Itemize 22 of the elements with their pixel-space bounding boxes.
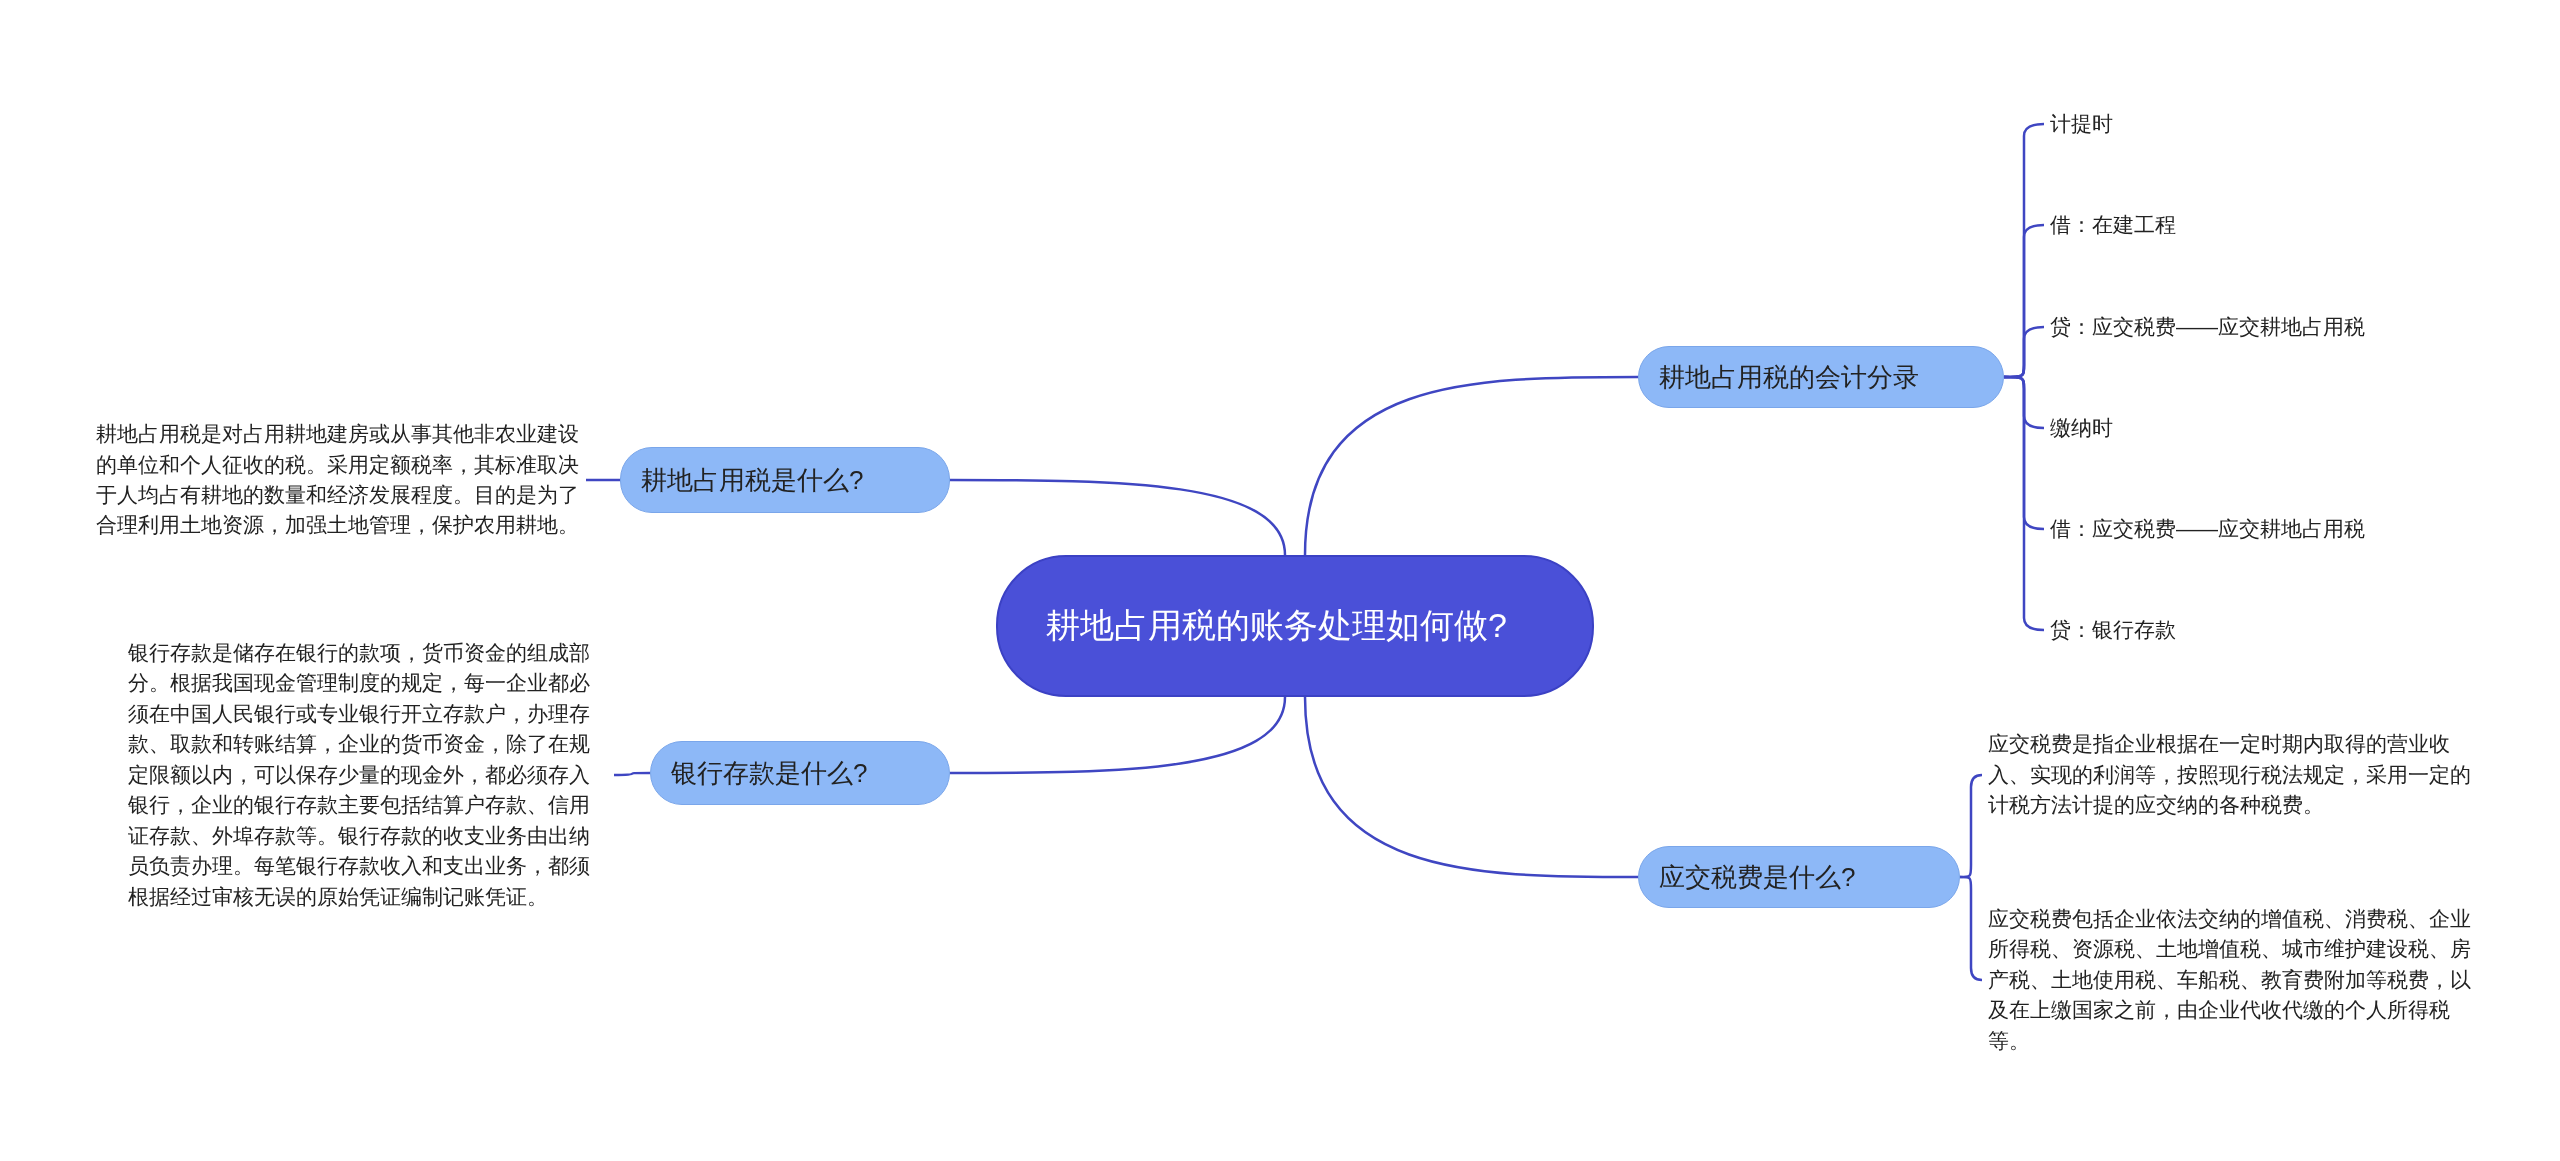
topic-pill: 耕地占用税的会计分录 bbox=[1638, 346, 2004, 408]
leaf-text: 应交税费包括企业依法交纳的增值税、消费税、企业所得税、资源税、土地增值税、城市维护建设税、房产税、土地使用税、车船税、教育费附加等税费，以及在上缴国家之前，由企业代收代缴的个人所得税等。 bbox=[1988, 898, 2478, 1062]
branch-line bbox=[950, 478, 1287, 556]
leaf-text: 缴纳时 bbox=[2050, 408, 2113, 448]
topic-pill: 应交税费是什么? bbox=[1638, 846, 1960, 908]
leaf-text: 贷：银行存款 bbox=[2050, 610, 2176, 650]
topic-pill: 耕地占用税是什么? bbox=[620, 447, 950, 513]
leaf-text: 贷：应交税费——应交耕地占用税 bbox=[2050, 307, 2365, 347]
topic-pill: 银行存款是什么? bbox=[650, 741, 950, 805]
branch-line bbox=[614, 771, 650, 777]
leaf-text: 银行存款是储存在银行的款项，货币资金的组成部分。根据我国现金管理制度的规定，每一企业都必须在中国人民银行或专业银行开立存款户，办理存款、取款和转账结算，企业的货币资金，除了在规定限额以内，可以保存少量的现金外，都必须存入银行，企业的银行存款主要包括结算户存款、信用证存款、外埠存款等。银行存款的收支业务由出纳员负责办理。每笔银行存款收入和支出业务，都须根据经过审核无误的原始凭证编制记账凭证。 bbox=[128, 616, 608, 934]
leaf-text: 借：应交税费——应交耕地占用税 bbox=[2050, 509, 2365, 549]
branch-line bbox=[586, 478, 620, 482]
leaf-text: 应交税费是指企业根据在一定时期内取得的营业收入、实现的利润等，按照现行税法规定，采用一定的计税方法计提的应交纳的各种税费。 bbox=[1988, 708, 2478, 842]
leaf-text: 计提时 bbox=[2050, 104, 2113, 144]
branch-line bbox=[1960, 875, 1983, 982]
branch-line bbox=[950, 696, 1287, 775]
central-topic: 耕地占用税的账务处理如何做? bbox=[996, 555, 1594, 697]
branch-line bbox=[1303, 375, 1638, 556]
leaf-text: 借：在建工程 bbox=[2050, 205, 2176, 245]
leaf-text: 耕地占用税是对占用耕地建房或从事其他非农业建设的单位和个人征收的税。采用定额税率，其标准取决于人均占有耕地的数量和经济发展程度。目的是为了合理利用土地资源，加强土地管理，保护农用耕地。 bbox=[96, 398, 580, 562]
branch-line bbox=[1303, 696, 1638, 879]
